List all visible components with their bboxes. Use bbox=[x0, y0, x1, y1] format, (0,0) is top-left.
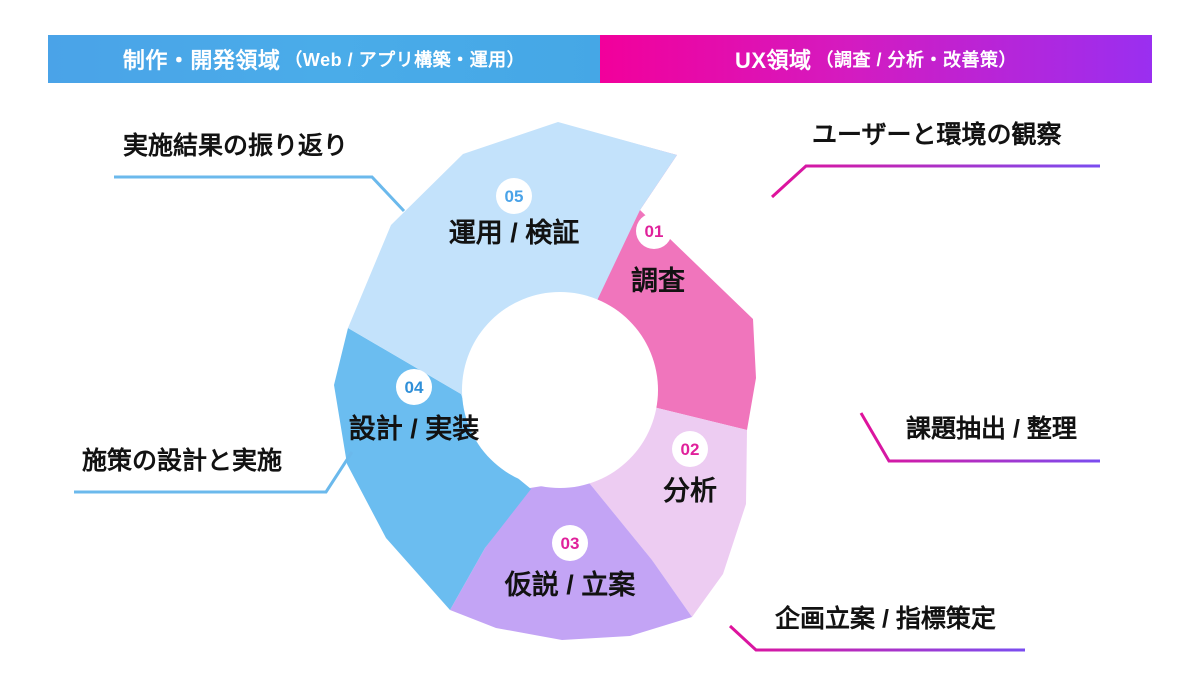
wheel-segment-04[interactable] bbox=[334, 328, 531, 610]
process-cycle-wheel: 01 調査 02 分析 03 仮説 / 立案 04 設計 / 実装 05 運用 … bbox=[300, 100, 820, 640]
segment-03-number: 03 bbox=[561, 534, 580, 553]
callout-right-3-text: 企画立案 / 指標策定 bbox=[775, 605, 996, 633]
callout-right-1-text: ユーザーと環境の観察 bbox=[812, 121, 1062, 149]
banner-left-title: 制作・開発領域 bbox=[122, 48, 281, 73]
segment-05-badge-bg bbox=[496, 178, 532, 214]
callout-right-1: ユーザーと環境の観察 bbox=[812, 121, 1062, 150]
callout-left-1: 実施結果の振り返り bbox=[123, 132, 349, 161]
segment-03-badge-bg bbox=[552, 525, 588, 561]
segment-01-number: 01 bbox=[645, 222, 664, 241]
callout-right-2-text: 課題抽出 / 整理 bbox=[906, 415, 1077, 443]
banner-left-subtitle: （Web / アプリ構築・運用） bbox=[284, 50, 526, 70]
connector-line-left-1 bbox=[114, 175, 406, 213]
connector-line-right-3 bbox=[728, 624, 1025, 652]
callout-right-3: 企画立案 / 指標策定 bbox=[775, 605, 996, 634]
callout-left-1-text: 実施結果の振り返り bbox=[123, 132, 349, 160]
connector-line-left-2 bbox=[74, 451, 354, 494]
segment-02-badge-bg bbox=[672, 431, 708, 467]
callout-left-2: 施策の設計と実施 bbox=[82, 447, 283, 476]
segment-04-number: 04 bbox=[405, 378, 424, 397]
domain-banner-row: 制作・開発領域 （Web / アプリ構築・運用） UX領域 （調査 / 分析・改… bbox=[48, 35, 1152, 83]
segment-01-label: 調査 bbox=[631, 265, 685, 296]
callout-left-2-text: 施策の設計と実施 bbox=[82, 447, 283, 475]
segment-01-badge-bg bbox=[636, 213, 672, 249]
segment-04-badge-bg bbox=[396, 369, 432, 405]
segment-04-label: 設計 / 実装 bbox=[349, 413, 480, 444]
segment-02-number: 02 bbox=[681, 440, 700, 459]
banner-right-title: UX領域 bbox=[734, 48, 812, 73]
wheel-segment-05[interactable] bbox=[348, 122, 677, 448]
connector-line-right-1 bbox=[770, 164, 1100, 199]
segment-03-label: 仮説 / 立案 bbox=[504, 569, 637, 600]
segment-05-number: 05 bbox=[505, 187, 524, 206]
banner-development-domain: 制作・開発領域 （Web / アプリ構築・運用） bbox=[48, 35, 600, 83]
banner-right-subtitle: （調査 / 分析・改善策） bbox=[815, 50, 1018, 70]
wheel-center-hole bbox=[462, 292, 658, 488]
segment-05-label: 運用 / 検証 bbox=[449, 217, 580, 248]
callout-right-2: 課題抽出 / 整理 bbox=[906, 415, 1077, 444]
connector-line-right-2 bbox=[859, 412, 1100, 463]
segment-02-label: 分析 bbox=[663, 476, 717, 506]
banner-ux-domain: UX領域 （調査 / 分析・改善策） bbox=[600, 35, 1152, 83]
